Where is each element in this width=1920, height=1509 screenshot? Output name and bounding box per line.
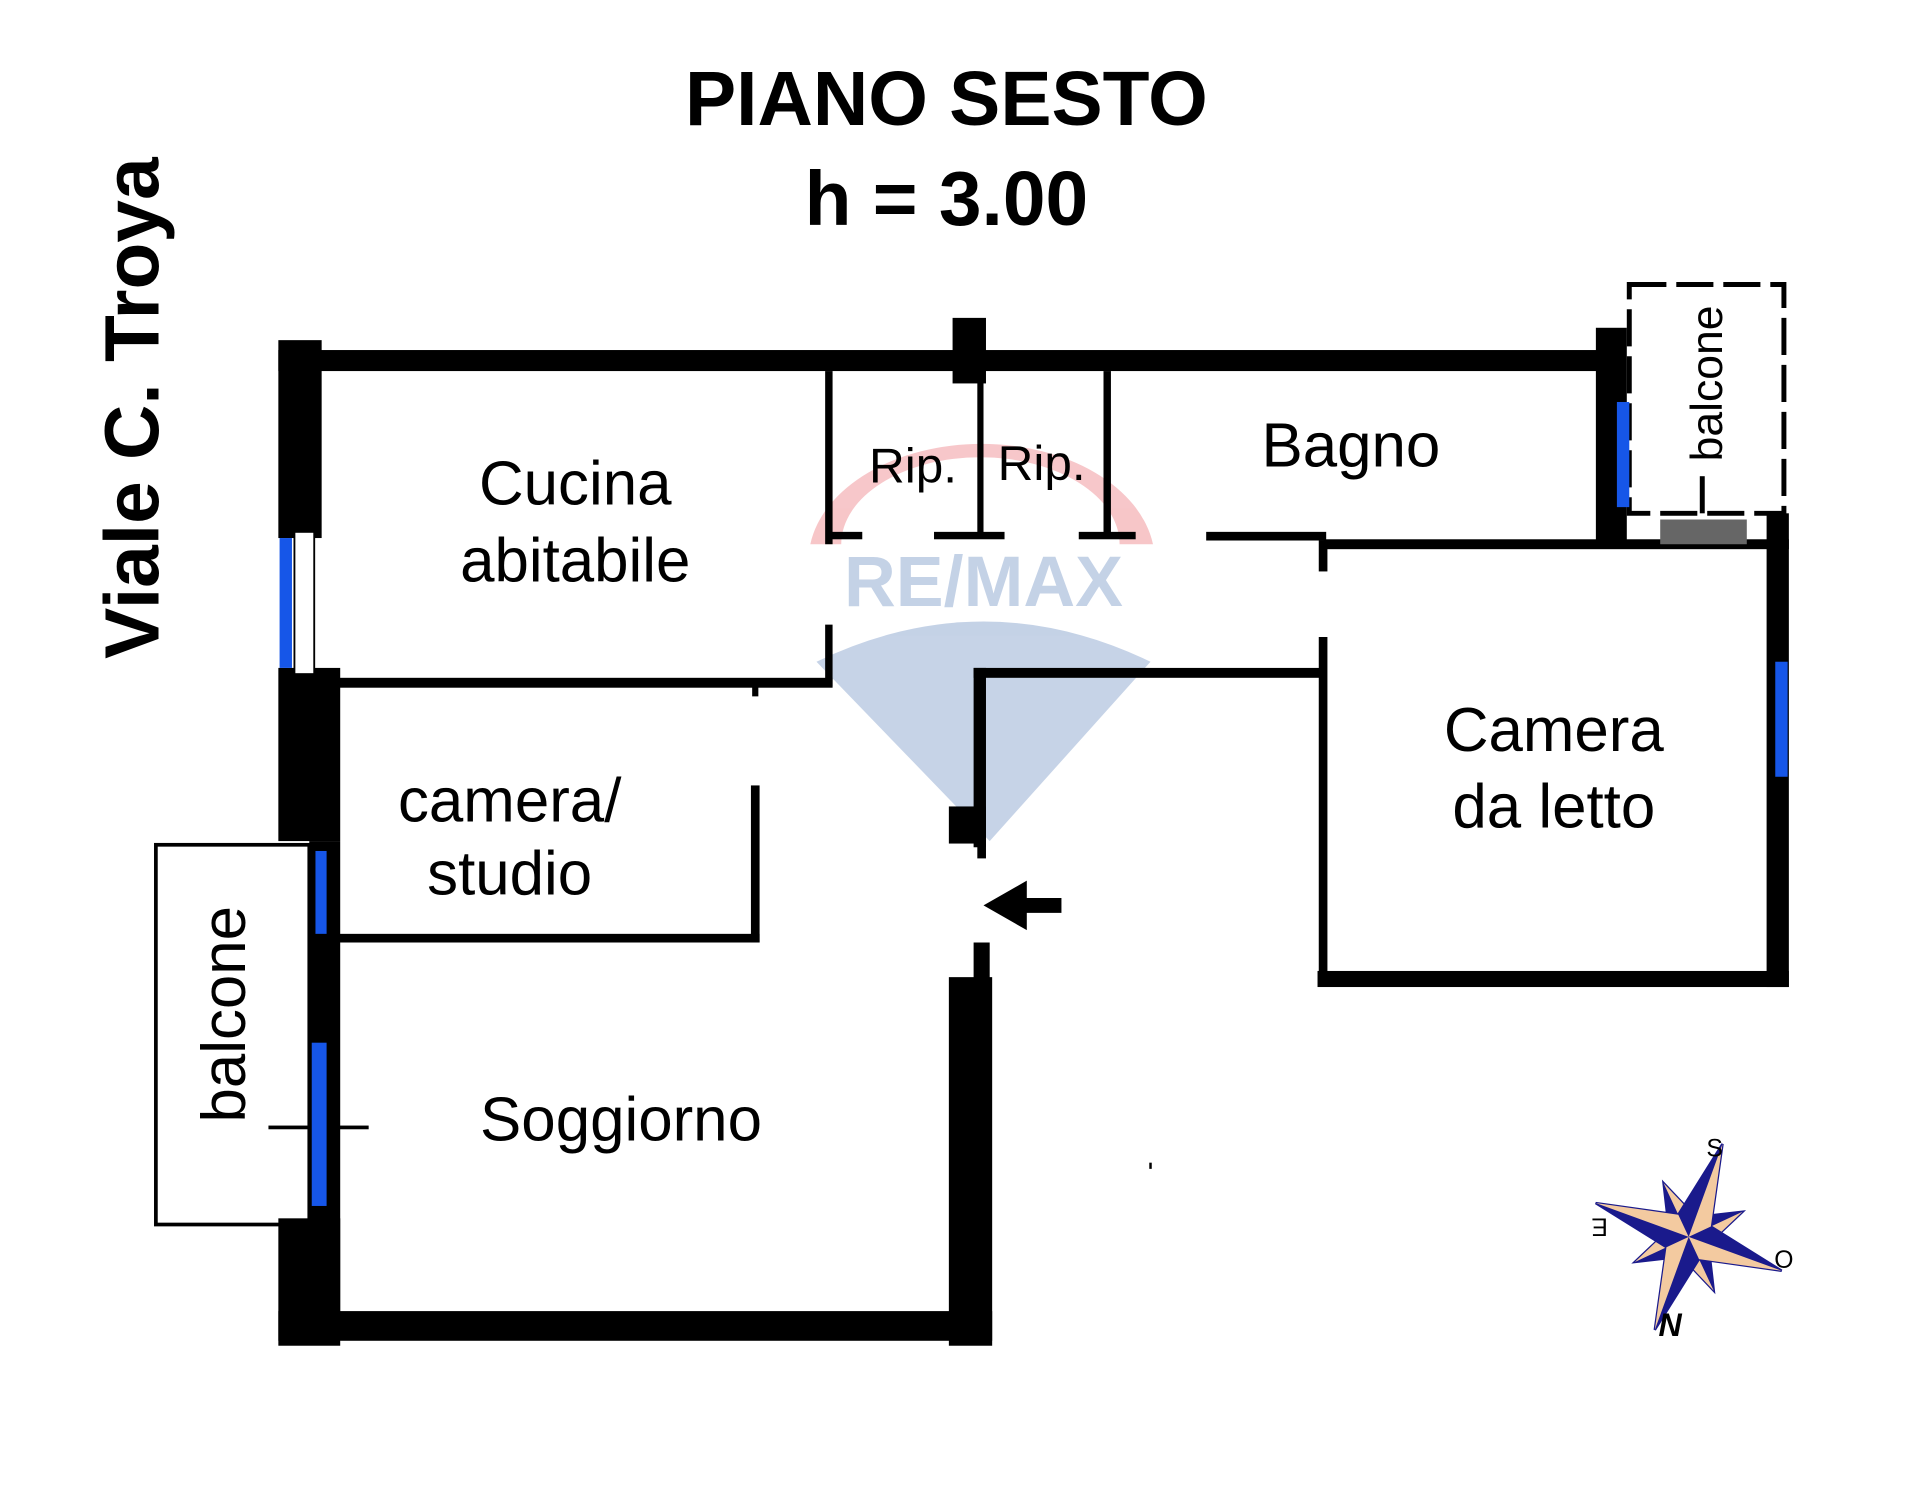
room-rip2-label: Rip. — [998, 436, 1086, 491]
room-soggiorno-label: Soggiorno — [480, 1085, 762, 1154]
balcony-right — [1626, 282, 1787, 516]
balcony-right-label: balcone — [1683, 305, 1732, 461]
ceiling-height: h = 3.00 — [805, 157, 1089, 242]
compass-rose-icon — [1595, 1143, 1783, 1331]
street-name: Viale C. Troya — [90, 156, 175, 659]
compass-o-label: O — [1774, 1247, 1793, 1274]
page-title: PIANO SESTO — [685, 57, 1208, 142]
room-bagno-label: Bagno — [1262, 411, 1441, 480]
compass-e-label: E — [1591, 1212, 1608, 1239]
room-cucina-label: Cucina — [479, 450, 672, 519]
room-cucina-label-2: abitabile — [460, 526, 690, 595]
entrance-arrow-icon — [983, 880, 1062, 931]
compass-s-label: S — [1706, 1135, 1723, 1162]
balcony-left — [154, 842, 312, 1227]
watermark-text: RE/MAX — [844, 542, 1123, 622]
room-camera-letto-label-2: da letto — [1452, 772, 1655, 841]
room-rip1-label: Rip. — [869, 438, 957, 493]
compass-n-label: N — [1658, 1307, 1682, 1343]
room-studio-label: camera/ — [398, 766, 622, 835]
room-studio-label-2: studio — [427, 839, 592, 908]
balcony-left-label: balcone — [190, 906, 259, 1123]
windows — [279, 401, 1788, 1206]
room-camera-letto-label: Camera — [1444, 696, 1665, 765]
